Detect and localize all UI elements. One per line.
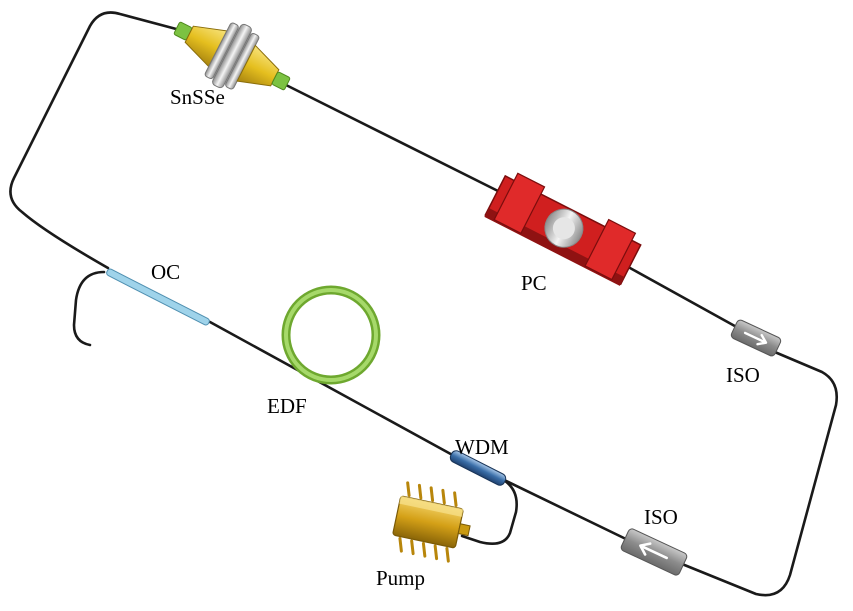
fiber-output-port bbox=[72, 270, 106, 347]
erbium-fiber-coil-icon bbox=[281, 285, 381, 385]
pump-laser-icon bbox=[392, 481, 471, 563]
fiber-left-segment bbox=[9, 11, 182, 270]
isolator-icon bbox=[730, 319, 782, 357]
fiber-wdm-to-oc bbox=[208, 320, 460, 460]
label-pump: Pump bbox=[376, 566, 425, 590]
label-snsse: SnSSe bbox=[170, 85, 225, 109]
fiber-ring bbox=[9, 11, 838, 597]
fiber-iso-to-wdm bbox=[498, 476, 630, 542]
fiber-pump-branch bbox=[460, 476, 518, 545]
label-wdm: WDM bbox=[455, 435, 509, 459]
wdm-icon bbox=[449, 450, 507, 486]
saturable-absorber-icon bbox=[173, 21, 291, 91]
output-coupler-icon bbox=[106, 268, 210, 326]
isolator-icon bbox=[620, 528, 688, 576]
label-pc: PC bbox=[521, 271, 547, 295]
fiber-pc-to-iso bbox=[628, 266, 744, 332]
fiber-right-segment bbox=[680, 348, 838, 597]
polarization-controller-icon bbox=[484, 172, 642, 286]
label-edf: EDF bbox=[267, 394, 307, 418]
label-oc: OC bbox=[151, 260, 180, 284]
fiber-sa-to-pc bbox=[278, 80, 502, 194]
label-iso-bottom: ISO bbox=[644, 505, 678, 529]
label-iso-top: ISO bbox=[726, 363, 760, 387]
